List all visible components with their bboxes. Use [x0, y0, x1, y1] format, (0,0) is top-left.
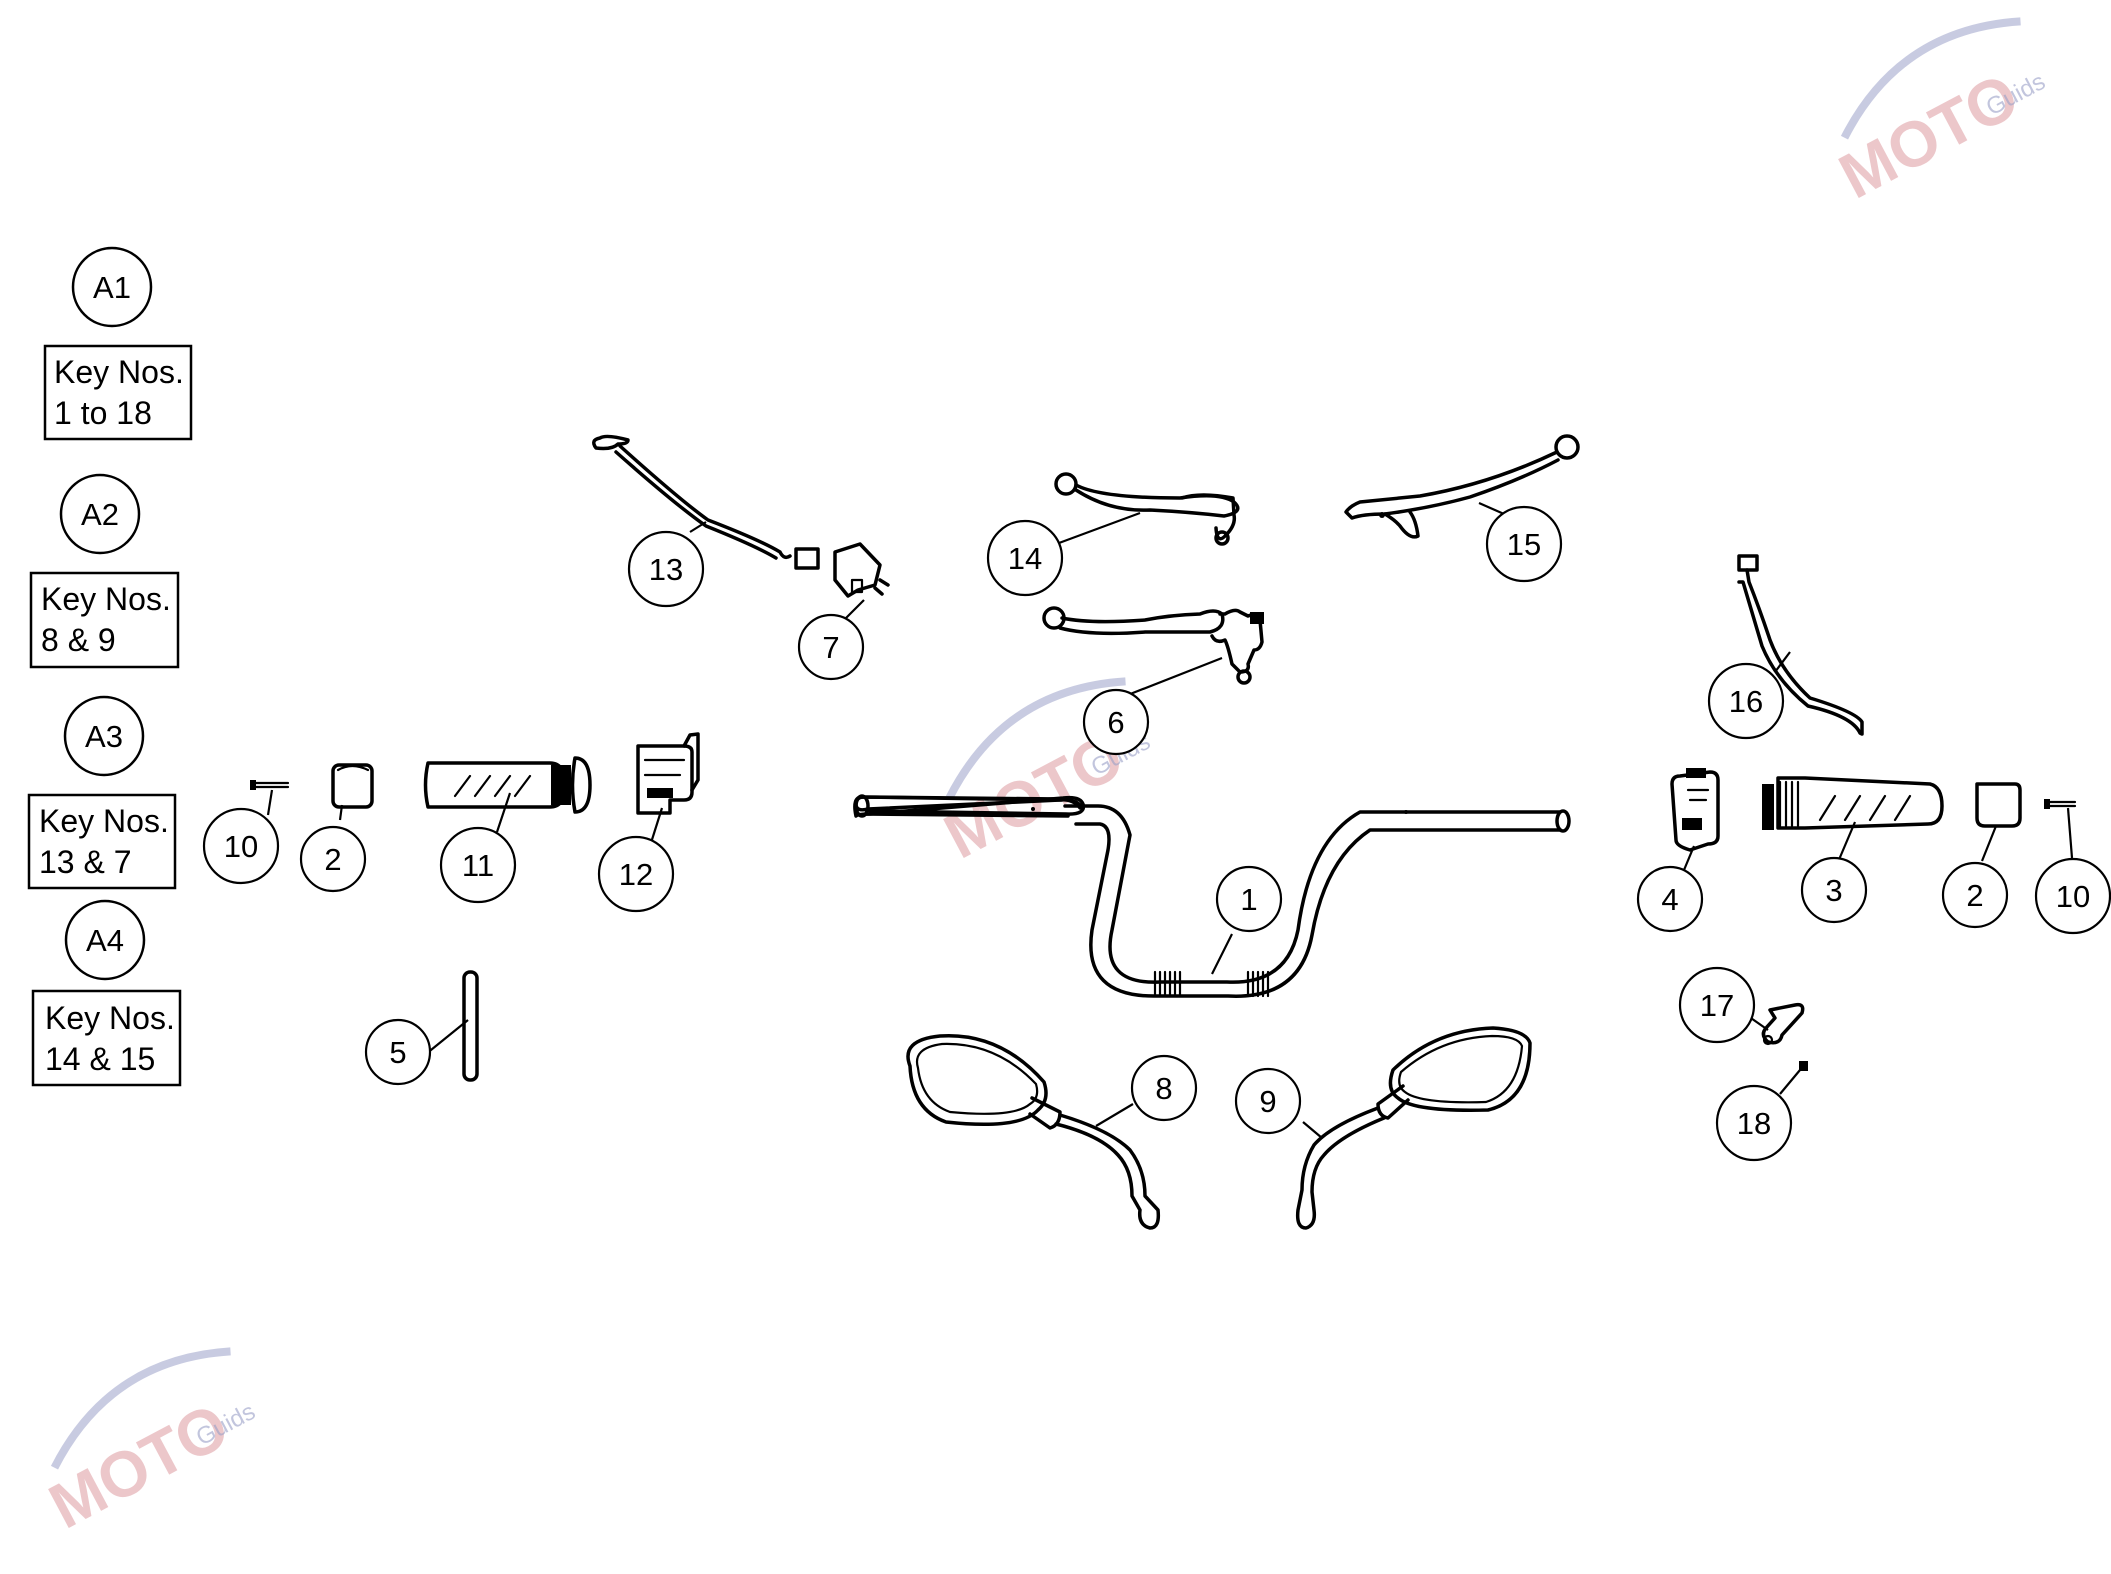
- group-a4-id: A4: [86, 923, 124, 958]
- svg-text:13: 13: [649, 552, 683, 587]
- svg-text:1: 1: [1240, 882, 1257, 917]
- svg-text:16: 16: [1729, 684, 1763, 719]
- callout-18: 18: [1715, 1084, 1793, 1162]
- mirror-right-part-9: [1295, 1026, 1532, 1230]
- group-a1-key-line1: Key Nos.: [54, 354, 184, 390]
- group-a3: A3 Key Nos. 13 & 7: [27, 695, 177, 890]
- group-a1-box: [43, 344, 193, 441]
- callout-15: 15: [1485, 505, 1563, 583]
- group-a2-key-line2: 8 & 9: [41, 622, 116, 658]
- group-a4-circle: [64, 899, 146, 981]
- svg-text:17: 17: [1700, 988, 1734, 1023]
- brake-switch-part-7: [833, 542, 890, 598]
- callout-10-right: 10: [2034, 857, 2111, 935]
- watermark-top-right: MOTO Guids: [1828, 17, 2050, 212]
- group-a2-circle: [59, 473, 141, 555]
- group-a2: A2 Key Nos. 8 & 9: [29, 473, 180, 669]
- svg-text:12: 12: [619, 857, 653, 892]
- callout-12: 12: [597, 835, 675, 913]
- group-a4: A4 Key Nos. 14 & 15: [31, 899, 182, 1087]
- callout-8: 8: [1130, 1054, 1198, 1122]
- callout-5: 5: [364, 1018, 432, 1086]
- screw-part-18: [1799, 1061, 1808, 1071]
- svg-text:MOTO: MOTO: [38, 1389, 240, 1542]
- cable-right-part-16: [1737, 554, 1864, 736]
- svg-text:18: 18: [1737, 1106, 1771, 1141]
- group-a2-key-line1: Key Nos.: [41, 581, 171, 617]
- group-a3-box: [27, 793, 177, 890]
- lever-upper-right-part-15: [1344, 434, 1580, 539]
- callout-9: 9: [1234, 1067, 1302, 1135]
- group-a3-circle: [63, 695, 145, 777]
- group-a4-box: [31, 989, 182, 1087]
- svg-text:7: 7: [822, 630, 839, 665]
- group-a2-box: [29, 571, 180, 669]
- svg-text:4: 4: [1661, 882, 1678, 917]
- svg-text:9: 9: [1259, 1084, 1276, 1119]
- group-a1-key-line2: 1 to 18: [54, 395, 152, 431]
- callout-17: 17: [1678, 966, 1756, 1044]
- bar-end-weight-right-part-2: [1975, 782, 2022, 828]
- lever-upper-part-14: [1054, 472, 1240, 546]
- group-a1: A1 Key Nos. 1 to 18: [43, 246, 193, 441]
- svg-text:10: 10: [2056, 879, 2090, 914]
- mirror-left-part-8: [906, 1033, 1161, 1230]
- watermark-bottom-left: MOTO Guids: [38, 1347, 260, 1542]
- group-a4-key-line1: Key Nos.: [45, 1000, 175, 1036]
- callout-13: 13: [627, 530, 705, 608]
- bracket-part-17: [1761, 1002, 1805, 1046]
- callout-11: 11: [439, 826, 517, 904]
- left-switch-part-12: [636, 732, 700, 815]
- right-switch-part-4: [1670, 768, 1720, 852]
- rod-part-5: [462, 970, 479, 1082]
- screw-left-part-10: [250, 780, 290, 790]
- callout-6: 6: [1082, 688, 1150, 756]
- svg-text:15: 15: [1507, 527, 1541, 562]
- callout-2-left: 2: [299, 825, 367, 893]
- callout-1: 1: [1215, 865, 1283, 933]
- callout-16: 16: [1707, 662, 1785, 740]
- svg-text:8: 8: [1155, 1071, 1172, 1106]
- callout-2-right: 2: [1941, 861, 2009, 929]
- svg-text:MOTO: MOTO: [1828, 59, 2030, 212]
- handlebar-part-1: [853, 794, 1571, 998]
- svg-text:11: 11: [462, 848, 494, 883]
- svg-text:2: 2: [324, 842, 341, 877]
- bar-end-weight-left-part-2: [331, 763, 374, 809]
- callout-3: 3: [1800, 856, 1868, 924]
- group-a2-id: A2: [81, 497, 119, 532]
- callout-4: 4: [1636, 865, 1704, 933]
- clutch-cable-part-13: [592, 434, 820, 570]
- callout-14: 14: [986, 519, 1064, 597]
- svg-text:3: 3: [1825, 873, 1842, 908]
- group-a3-key-line2: 13 & 7: [39, 844, 132, 880]
- right-grip-part-3: [1762, 776, 1944, 830]
- group-a1-id: A1: [93, 270, 131, 305]
- svg-text:6: 6: [1107, 705, 1124, 740]
- screw-right-part-10: [2044, 799, 2077, 809]
- group-a1-circle: [71, 246, 153, 328]
- callout-leaders: [266, 501, 2074, 1139]
- svg-text:5: 5: [389, 1035, 406, 1070]
- svg-text:14: 14: [1008, 541, 1042, 576]
- lever-with-perch-part-6: [1042, 606, 1264, 685]
- group-a3-key-line1: Key Nos.: [39, 803, 169, 839]
- svg-text:2: 2: [1966, 878, 1983, 913]
- callout-7: 7: [797, 613, 865, 681]
- callout-10-left: 10: [202, 807, 280, 885]
- left-grip-part-11: [423, 756, 592, 814]
- group-a4-key-line2: 14 & 15: [45, 1041, 155, 1077]
- group-a3-id: A3: [85, 719, 123, 754]
- svg-text:10: 10: [224, 829, 258, 864]
